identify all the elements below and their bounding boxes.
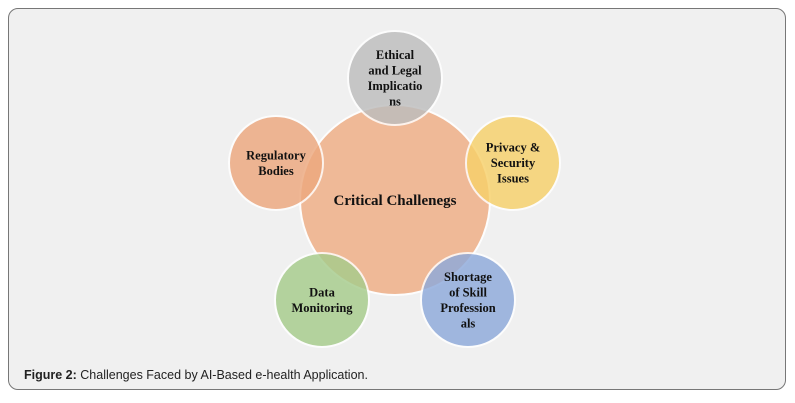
shortage-skill-label: of Skill [449,285,487,299]
data-monitoring-label: Data [309,285,335,299]
caption-prefix: Figure 2: [24,368,77,382]
privacy-security-label: Security [491,156,536,170]
regulatory-bodies-circle [228,115,324,211]
ethical-legal-circle [347,30,443,126]
caption-text: Challenges Faced by AI-Based e-health Ap… [76,368,368,382]
regulatory-bodies-label: Bodies [258,164,294,178]
shortage-skill-label: als [461,316,476,330]
data-monitoring-circle [274,252,370,348]
privacy-security-circle [465,115,561,211]
center-label: Critical Challenegs [334,193,457,209]
ethical-legal-label: Implicatio [368,79,423,93]
privacy-security-label: Issues [497,172,529,186]
shortage-skill-label: Shortage [444,270,492,284]
data-monitoring-label: Monitoring [291,301,353,315]
ethical-legal-label: Ethical [376,48,415,62]
shortage-skill-label: Profession [440,301,495,315]
ethical-legal-label: and Legal [368,63,422,77]
regulatory-bodies-label: Regulatory [246,148,306,162]
shortage-skill-circle [420,252,516,348]
privacy-security-label: Privacy & [486,141,541,155]
ethical-legal-label: ns [389,94,401,108]
figure-caption: Figure 2: Challenges Faced by AI-Based e… [24,368,368,382]
